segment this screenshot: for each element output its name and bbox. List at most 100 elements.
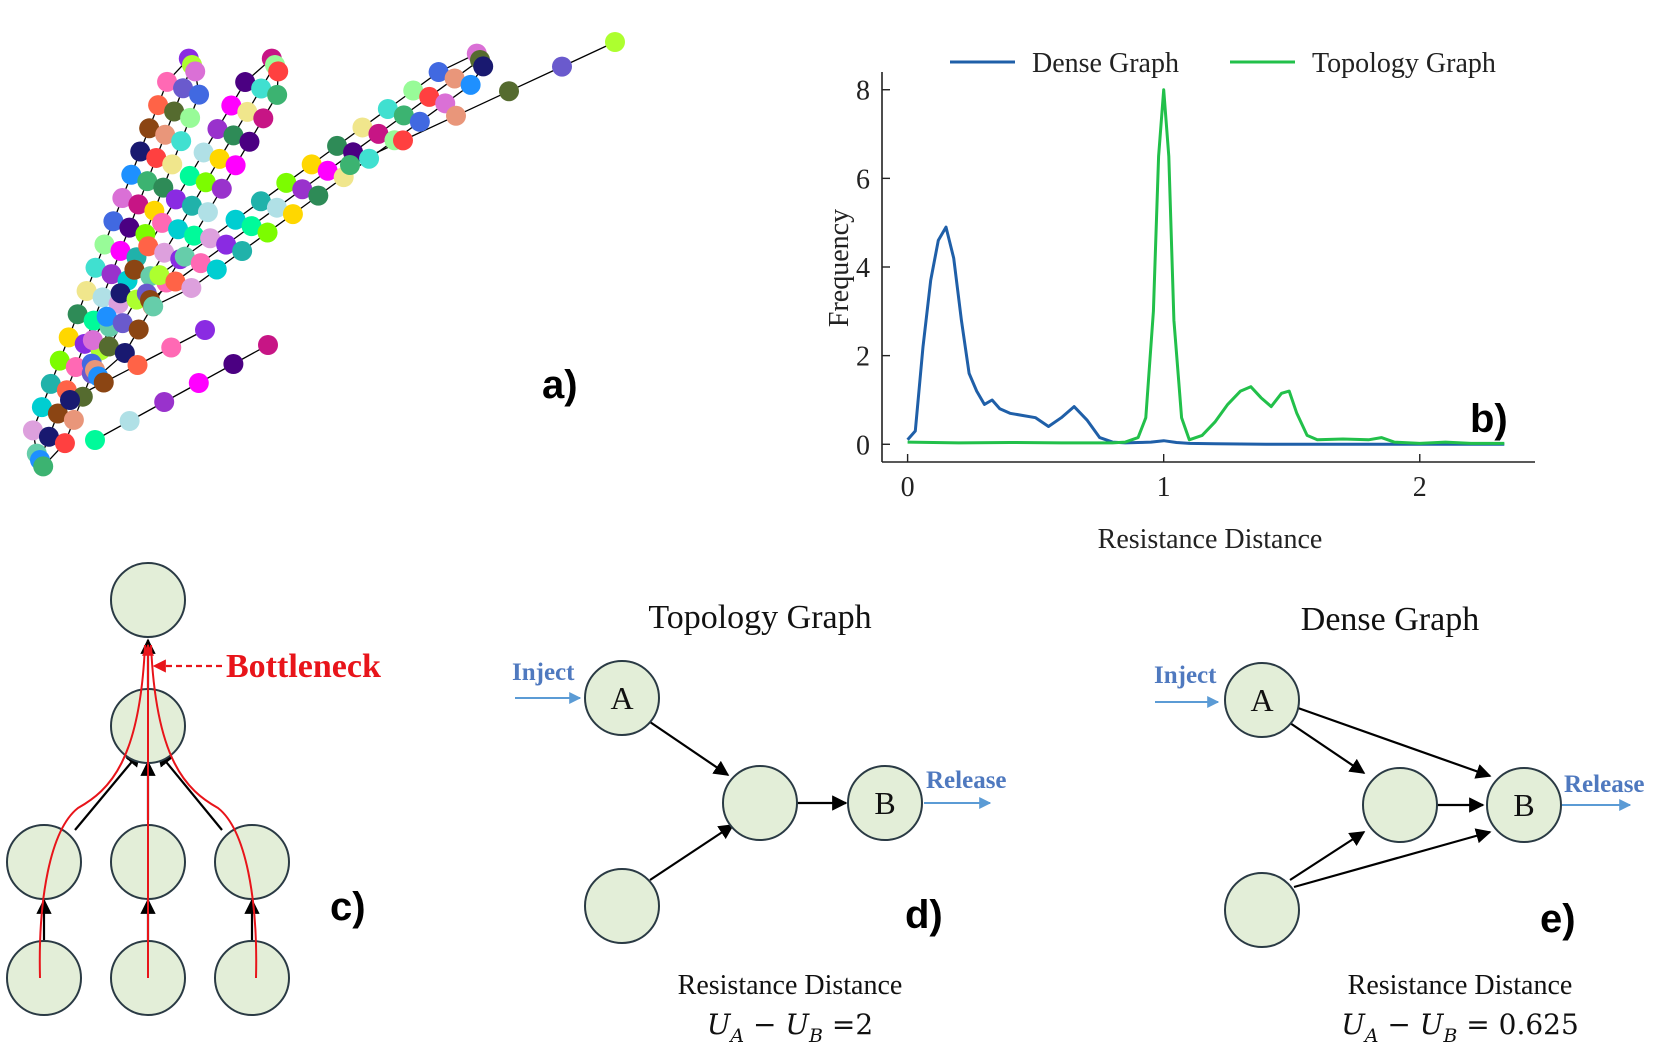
tree-node	[103, 211, 124, 232]
tree-node	[181, 195, 202, 216]
tree-node	[444, 68, 465, 89]
tree-node	[393, 105, 414, 126]
panel-d-formula-u1: U	[707, 1008, 732, 1041]
tree-node	[257, 222, 278, 243]
x-tick-label: 1	[1157, 472, 1171, 503]
bottleneck-label: Bottleneck	[226, 648, 381, 685]
tree-node	[179, 165, 200, 186]
tree-node	[393, 130, 413, 151]
tree-node	[317, 160, 338, 181]
tree-c-node-b3	[214, 940, 290, 1016]
tree-node	[119, 217, 140, 238]
tree-node	[195, 172, 216, 193]
tree-node	[552, 56, 572, 77]
tree-node	[162, 154, 183, 175]
panel-e-node-a-label: A	[1250, 682, 1273, 718]
panel-e-release-label: Release	[1564, 771, 1645, 798]
tree-node	[112, 188, 133, 209]
tree-node	[211, 178, 232, 199]
tree-node	[22, 420, 43, 441]
tree-node	[148, 95, 169, 116]
tree-node	[154, 242, 175, 263]
tree-node	[253, 108, 274, 129]
tree-node	[368, 123, 389, 144]
panel-e-caption: Resistance Distance	[1348, 970, 1573, 1001]
tree-node	[54, 433, 75, 454]
panel-e-formula-u1: U	[1341, 1008, 1366, 1041]
panel-e-node-b	[1486, 767, 1562, 843]
tree-node	[185, 61, 206, 82]
tree-node	[58, 327, 79, 348]
tree-node	[206, 259, 227, 280]
panel-d-topology-graph: Topology Graph Inject Release A B d) Res…	[512, 599, 1007, 1042]
tree-node	[258, 335, 278, 355]
tree-node	[195, 320, 215, 340]
tree-node	[181, 277, 202, 298]
y-tick-label: 8	[856, 76, 870, 107]
x-tick-label: 0	[901, 472, 915, 503]
tree-node	[85, 257, 106, 278]
tree-node	[301, 154, 322, 175]
panel-d-node-b	[847, 765, 923, 841]
panel-e-dense-graph: Dense Graph Inject Release A B e) Resist…	[1154, 601, 1645, 1042]
panel-d-edges	[649, 721, 848, 881]
tree-node	[499, 81, 519, 102]
tree-node	[98, 336, 119, 357]
tree-node	[60, 390, 80, 410]
tree-node	[267, 84, 288, 105]
tree-node	[96, 306, 117, 327]
tree-c-node-b1	[6, 940, 82, 1016]
tree-nodes	[22, 32, 625, 477]
tree-node	[241, 216, 262, 237]
tree-node	[154, 392, 175, 412]
panel-d-node-bottom	[584, 868, 660, 944]
tree-node	[184, 225, 205, 246]
panel-d-title: Topology Graph	[648, 599, 871, 636]
panel-e-label: e)	[1540, 897, 1576, 941]
panel-e-node-bottom	[1224, 872, 1300, 948]
tree-node	[377, 98, 398, 119]
tree-node	[473, 56, 494, 77]
tree-node	[164, 101, 185, 122]
panel-d-node-a-label: A	[610, 680, 633, 716]
tree-node	[409, 111, 430, 132]
tree-node	[235, 72, 256, 93]
tree-node	[359, 148, 380, 169]
panel-d-caption: Resistance Distance	[678, 970, 903, 1001]
tree-node	[127, 355, 148, 375]
tree-node	[232, 241, 253, 262]
tree-node	[31, 397, 52, 418]
tree-node	[209, 148, 230, 169]
tree-node	[165, 271, 186, 292]
tree-node	[110, 283, 131, 304]
panel-b-label: b)	[1470, 397, 1508, 441]
tree-node	[38, 426, 59, 447]
y-tick-label: 4	[856, 253, 870, 284]
tree-node	[152, 212, 173, 233]
tree-node	[216, 234, 237, 255]
tree-node	[180, 107, 201, 128]
tree-node	[49, 350, 70, 371]
panel-c-label: c)	[330, 885, 366, 929]
panel-d-label: d)	[905, 893, 943, 937]
panel-e-formula-rhs: = 0.625	[1466, 1008, 1579, 1041]
tree-node	[239, 131, 260, 152]
tree-node	[63, 409, 84, 430]
tree-node	[223, 125, 244, 146]
tree-node	[65, 357, 86, 378]
tree-node	[149, 265, 170, 286]
tree-node	[189, 84, 210, 105]
tree-node	[171, 131, 192, 152]
tree-node	[112, 313, 133, 334]
tree-node	[33, 456, 54, 477]
tree-node	[193, 142, 214, 163]
panel-d-formula-sub-a: A	[728, 1025, 744, 1042]
series-line-dense	[906, 225, 1505, 446]
tree-node	[110, 240, 131, 261]
tree-node	[190, 253, 211, 274]
tree-node	[327, 135, 348, 156]
panel-a-label: a)	[542, 363, 578, 407]
panel-e-formula-sub-b: B	[1442, 1025, 1457, 1042]
